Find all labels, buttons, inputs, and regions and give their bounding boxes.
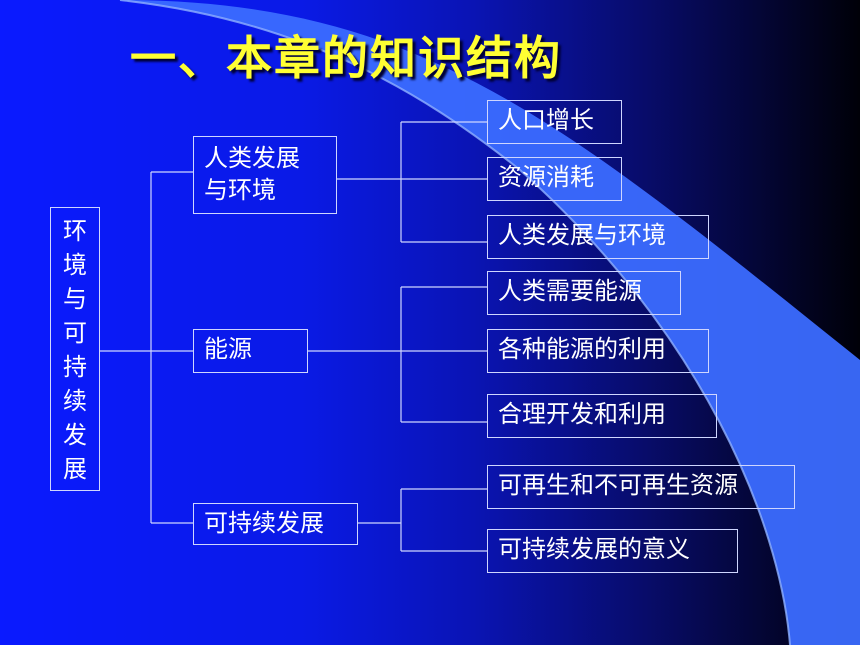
leaf-node: 合理开发和利用 bbox=[487, 394, 717, 438]
leaf-label: 合理开发和利用 bbox=[498, 400, 666, 428]
leaf-node: 人类发展与环境 bbox=[487, 215, 709, 259]
branch-label: 能源 bbox=[204, 335, 252, 363]
root-char: 展 bbox=[63, 455, 87, 483]
root-char: 持 bbox=[63, 353, 87, 381]
branch-label: 可持续发展 bbox=[204, 509, 324, 537]
leaf-node: 可持续发展的意义 bbox=[487, 529, 738, 573]
leaf-node: 人口增长 bbox=[487, 100, 622, 144]
root-char: 境 bbox=[63, 251, 87, 279]
page-title: 一、本章的知识结构 bbox=[130, 31, 562, 85]
branch-label-line: 与环境 bbox=[204, 176, 276, 204]
leaf-label: 各种能源的利用 bbox=[498, 335, 666, 363]
leaf-node: 各种能源的利用 bbox=[487, 329, 709, 373]
leaf-label: 可持续发展的意义 bbox=[498, 535, 690, 563]
branch-node-energy: 能源 bbox=[193, 329, 308, 373]
root-char: 可 bbox=[63, 319, 87, 347]
leaf-node: 人类需要能源 bbox=[487, 271, 681, 315]
root-char: 环 bbox=[63, 217, 87, 245]
branch-node-human-development: 人类发展 与环境 bbox=[193, 136, 337, 214]
branch-node-sustainable: 可持续发展 bbox=[193, 503, 358, 545]
root-char: 与 bbox=[63, 285, 87, 313]
leaf-node: 资源消耗 bbox=[487, 157, 622, 201]
leaf-node: 可再生和不可再生资源 bbox=[487, 465, 795, 509]
root-node: 环 境 与 可 持 续 发 展 bbox=[50, 207, 100, 491]
leaf-label: 可再生和不可再生资源 bbox=[498, 471, 738, 499]
leaf-label: 人口增长 bbox=[498, 106, 594, 134]
leaf-label: 人类需要能源 bbox=[498, 277, 642, 305]
root-char: 发 bbox=[63, 421, 87, 449]
root-char: 续 bbox=[63, 387, 87, 415]
leaf-label: 人类发展与环境 bbox=[498, 221, 666, 249]
leaf-label: 资源消耗 bbox=[498, 163, 594, 191]
branch-label-line: 人类发展 bbox=[204, 144, 300, 172]
